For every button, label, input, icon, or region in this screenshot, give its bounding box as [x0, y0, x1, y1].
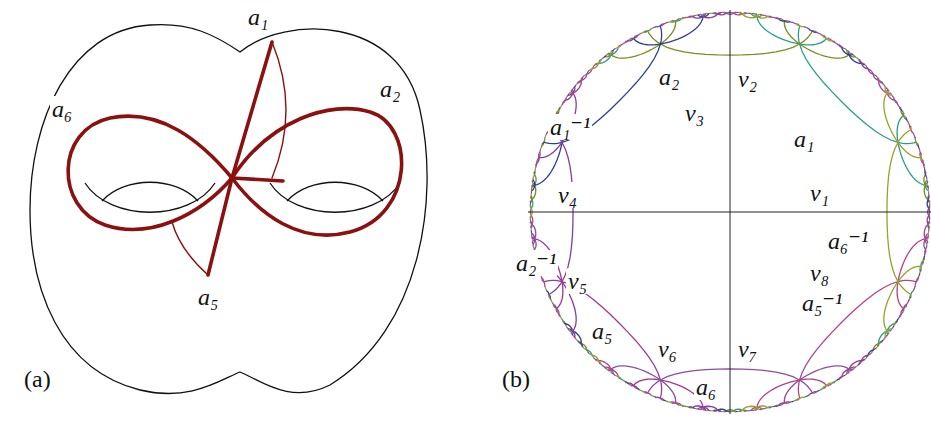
axes — [528, 10, 931, 414]
surface-outline — [30, 25, 427, 394]
curve-label: v₈ — [808, 260, 831, 286]
curve-label: v₇ — [736, 336, 759, 362]
curve-label: a₂ — [657, 64, 681, 90]
hole-lower-edge — [270, 183, 400, 212]
front-arc — [232, 42, 272, 178]
curve-label: v₆ — [656, 336, 679, 362]
horizontal-axis — [528, 212, 931, 213]
curve-label: a₁ — [246, 4, 270, 30]
curve-label: a₂⁻¹ — [514, 250, 558, 276]
curve-label: a₅ — [196, 284, 220, 310]
curve-label: v₅ — [566, 268, 589, 294]
front-arc — [208, 178, 232, 275]
back-arc — [172, 222, 208, 275]
loop-curve — [68, 116, 232, 229]
curve-label: a₁ — [792, 126, 816, 152]
curve-system — [68, 42, 401, 275]
curve-label: a₁⁻¹ — [548, 114, 592, 140]
base-point — [229, 175, 235, 181]
front-arc — [232, 178, 283, 181]
curve-label: a₂ — [378, 76, 402, 102]
surface-boundary — [30, 25, 427, 394]
panel-tag: (b) — [500, 366, 532, 392]
hole-upper-edge — [287, 182, 383, 201]
curve-label: a₅⁻¹ — [800, 290, 844, 316]
curve-label: a₆ — [694, 374, 718, 400]
curve-label: v₄ — [556, 182, 579, 208]
hole-upper-edge — [102, 182, 198, 201]
curve-label: a₆⁻¹ — [826, 228, 870, 254]
curve-label: v₂ — [736, 66, 759, 92]
loop-curve — [232, 109, 402, 235]
curve-label: v₃ — [683, 100, 706, 126]
back-arc — [272, 42, 286, 178]
curve-label: v₁ — [808, 180, 831, 206]
panel-tag: (a) — [22, 366, 53, 392]
curve-label: a₅ — [590, 318, 614, 344]
curve-label: a₆ — [50, 96, 74, 122]
